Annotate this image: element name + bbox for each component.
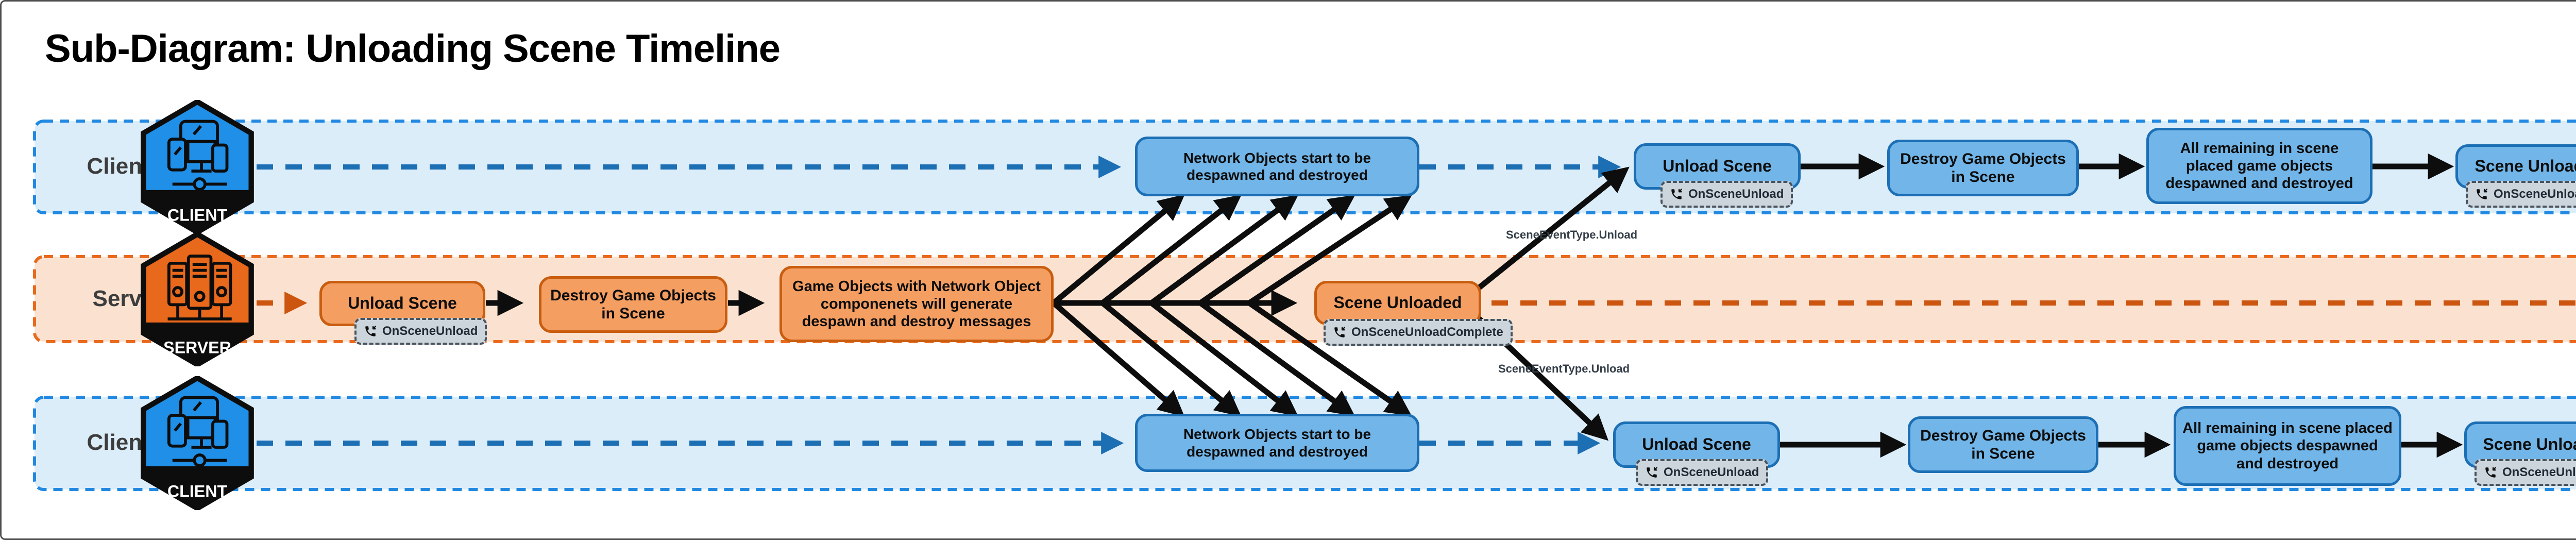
- edge-label-sceneeventtype-unload-top: SceneEventType.Unload: [1506, 228, 1638, 241]
- badge-label: OnSceneUnload: [1688, 187, 1784, 201]
- arrow-sceneevent-to-client1: [1474, 166, 1630, 293]
- node-client2-destroy-game-objects: Destroy Game Objects in Scene: [1908, 416, 2098, 473]
- callback-phone-icon: [2485, 467, 2496, 478]
- edge-label-sceneeventtype-unload-bottom: SceneEventType.Unload: [1498, 362, 1630, 375]
- client-devices-icon: [167, 396, 229, 467]
- badge-client2-onsceneunloadcomplete: OnSceneUnloadComplete: [2475, 459, 2576, 486]
- arrow-fan-down-2: [1100, 300, 1242, 417]
- badge-client1-onsceneunload: OnSceneUnload: [1660, 181, 1793, 208]
- client2-hexagon-badge: CLIENT: [141, 376, 254, 510]
- node-server-generate-messages: Game Objects with Network Object compone…: [779, 266, 1054, 342]
- arrow-fan-down-1: [1052, 300, 1185, 417]
- callback-phone-icon: [1671, 189, 1682, 199]
- node-client2-all-remaining: All remaining in scene placed game objec…: [2174, 406, 2401, 486]
- badge-label: OnSceneUnloadComplete: [2502, 465, 2576, 479]
- client1-hexagon-badge: CLIENT: [141, 100, 254, 234]
- badge-client1-onsceneunloadcomplete: OnSceneUnloadComplete: [2466, 181, 2576, 208]
- arrow-fan-up-3: [1149, 194, 1299, 306]
- arrow-fan-up-4: [1198, 195, 1355, 306]
- badge-client2-onsceneunload: OnSceneUnload: [1636, 459, 1769, 486]
- badge-label: OnSceneUnload: [1664, 465, 1759, 479]
- callback-phone-icon: [2477, 189, 2487, 199]
- page-title: Sub-Diagram: Unloading Scene Timeline: [45, 27, 781, 71]
- server-racks-icon: [167, 255, 232, 320]
- badge-server-onsceneunload: OnSceneUnload: [354, 318, 487, 345]
- node-client1-network-objects-despawn: Network Objects start to be despawned an…: [1135, 137, 1419, 196]
- callback-phone-icon: [1334, 327, 1345, 338]
- badge-label: OnSceneUnload: [382, 324, 478, 338]
- node-server-scene-unloaded: Scene Unloaded: [1314, 281, 1481, 325]
- client-devices-icon: [167, 120, 229, 191]
- badge-server-onsceneunloadcomplete: OnSceneUnloadComplete: [1324, 319, 1513, 346]
- client1-hexagon-caption: CLIENT: [167, 206, 228, 225]
- badge-label: OnSceneUnloadComplete: [2494, 187, 2576, 201]
- callback-phone-icon: [1647, 467, 1657, 478]
- server-hexagon-badge: SERVER: [141, 232, 254, 366]
- arrow-fan-down-3: [1149, 300, 1299, 417]
- client2-hexagon-caption: CLIENT: [167, 482, 228, 501]
- arrow-fan-up-5: [1247, 195, 1412, 306]
- callback-phone-icon: [365, 326, 376, 336]
- node-client1-all-remaining: All remaining in scene placed game objec…: [2146, 128, 2372, 204]
- node-client2-network-objects-despawn: Network Objects start to be despawned an…: [1135, 414, 1419, 472]
- node-client1-destroy-game-objects: Destroy Game Objects in Scene: [1887, 140, 2079, 196]
- arrow-fan-down-4: [1198, 300, 1355, 416]
- node-server-destroy-game-objects: Destroy Game Objects in Scene: [539, 276, 727, 333]
- badge-label: OnSceneUnloadComplete: [1351, 325, 1503, 339]
- arrow-fan-up-1: [1052, 194, 1185, 306]
- server-hexagon-caption: SERVER: [163, 339, 231, 357]
- arrow-fan-down-5: [1247, 300, 1412, 416]
- arrow-fan-up-2: [1100, 194, 1242, 306]
